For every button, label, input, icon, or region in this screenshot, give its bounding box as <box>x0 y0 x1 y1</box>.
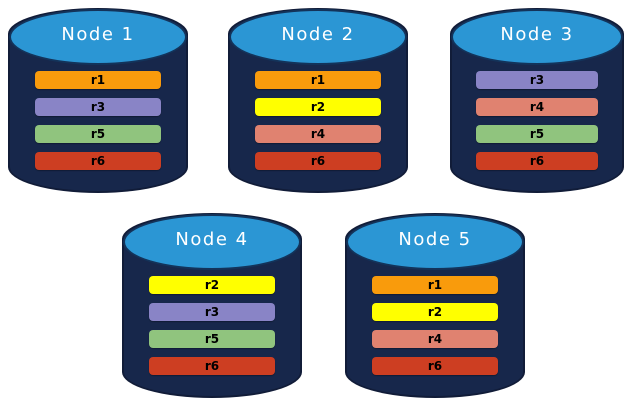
replica-bar-r2[interactable]: r2 <box>372 303 498 321</box>
replica-bar-r3[interactable]: r3 <box>149 303 275 321</box>
database-node-1[interactable]: Node 1 r1 r3 r5 r6 <box>8 8 188 193</box>
replica-bar-r3[interactable]: r3 <box>35 98 161 116</box>
replica-list: r1 r2 r4 r6 <box>228 71 408 170</box>
replica-list: r3 r4 r5 r6 <box>450 71 624 170</box>
replica-bar-r5[interactable]: r5 <box>35 125 161 143</box>
replica-bar-r6[interactable]: r6 <box>35 152 161 170</box>
replica-bar-r4[interactable]: r4 <box>255 125 381 143</box>
node-title-label: Node 5 <box>398 229 472 250</box>
replica-bar-r2[interactable]: r2 <box>149 276 275 294</box>
replica-list: r1 r3 r5 r6 <box>8 71 188 170</box>
node-title-label: Node 4 <box>175 229 249 250</box>
database-node-4[interactable]: Node 4 r2 r3 r5 r6 <box>122 213 302 398</box>
replica-bar-r1[interactable]: r1 <box>35 71 161 89</box>
database-node-2[interactable]: Node 2 r1 r2 r4 r6 <box>228 8 408 193</box>
node-title-label: Node 1 <box>61 24 135 45</box>
replica-bar-r6[interactable]: r6 <box>255 152 381 170</box>
replica-bar-r6[interactable]: r6 <box>476 152 598 170</box>
replica-list: r1 r2 r4 r6 <box>345 276 525 375</box>
node-title-label: Node 2 <box>281 24 355 45</box>
replica-list: r2 r3 r5 r6 <box>122 276 302 375</box>
database-node-5[interactable]: Node 5 r1 r2 r4 r6 <box>345 213 525 398</box>
replica-bar-r6[interactable]: r6 <box>149 357 275 375</box>
replica-bar-r2[interactable]: r2 <box>255 98 381 116</box>
cylinder-top-ellipse <box>229 9 407 65</box>
cylinder-top-ellipse <box>346 214 524 270</box>
replica-bar-r6[interactable]: r6 <box>372 357 498 375</box>
cylinder-top-ellipse <box>451 9 623 65</box>
replica-bar-r5[interactable]: r5 <box>476 125 598 143</box>
replica-bar-r3[interactable]: r3 <box>476 71 598 89</box>
replica-bar-r4[interactable]: r4 <box>372 330 498 348</box>
replica-bar-r4[interactable]: r4 <box>476 98 598 116</box>
replica-bar-r1[interactable]: r1 <box>372 276 498 294</box>
cylinder-top-ellipse <box>123 214 301 270</box>
replica-bar-r1[interactable]: r1 <box>255 71 381 89</box>
cylinder-top-ellipse <box>9 9 187 65</box>
replica-bar-r5[interactable]: r5 <box>149 330 275 348</box>
node-title-label: Node 3 <box>500 24 574 45</box>
database-node-3[interactable]: Node 3 r3 r4 r5 r6 <box>450 8 624 193</box>
